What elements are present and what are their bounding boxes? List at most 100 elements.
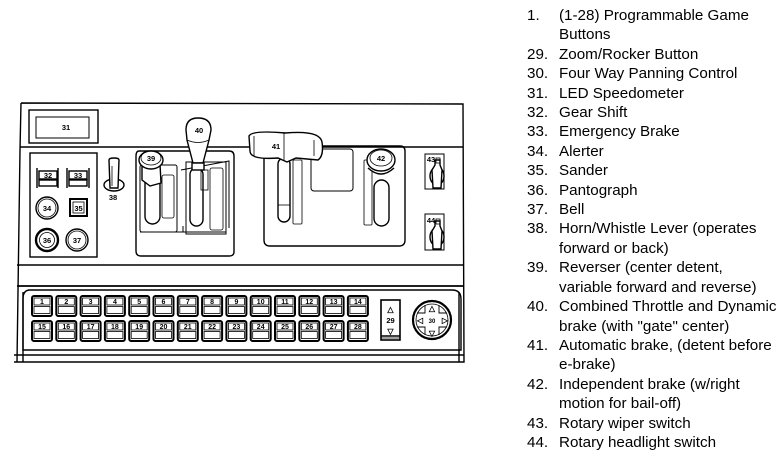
legend-number: 29. [527,45,549,63]
game-button-1[interactable]: 1 [31,295,53,317]
game-button-17[interactable]: 17 [79,320,102,342]
alerter-button[interactable] [35,196,59,220]
game-button-18[interactable]: 18 [103,320,126,342]
game-button-label: 1 [40,299,44,306]
game-button-23[interactable]: 23 [225,320,248,342]
game-button-label: 2 [64,299,68,306]
legend-text: Reverser (center detent, variable forwar… [559,259,757,296]
dpad-label: 30 [429,319,436,325]
legend-text: (1-28) Programmable Game Buttons [559,7,749,44]
rotary-headlight-switch[interactable] [424,213,445,251]
legend-number: 41. [527,336,549,354]
dpad-left-icon: ◁ [416,316,424,325]
game-button-8[interactable]: 8 [201,295,224,317]
game-button-21[interactable]: 21 [176,320,199,342]
game-button-label: 6 [162,299,166,306]
legend-item: 1. (1-28) Programmable Game Buttons [527,6,777,45]
game-button-label: 14 [354,299,362,306]
legend-text: Bell [559,201,585,219]
legend-item: 30.Four Way Panning Control [527,64,777,83]
zoom-rocker-button[interactable] [380,299,401,341]
game-button-2[interactable]: 2 [55,295,78,317]
reverser-lever[interactable] [138,150,175,225]
bell-label: 37 [73,236,81,245]
horn-whistle-lever[interactable] [103,157,125,192]
legend-number: 1. [527,7,540,24]
legend-number: 38. [527,220,549,238]
legend-item: 34.Alerter [527,142,777,161]
gear-shift-switch[interactable] [36,168,59,188]
game-button-6[interactable]: 6 [152,295,175,317]
legend-number: 39. [527,259,549,277]
game-button-27[interactable]: 27 [322,320,345,342]
legend-item: 33.Emergency Brake [527,122,777,141]
legend-number: 43. [527,414,549,432]
game-button-3[interactable]: 3 [79,295,102,317]
button-strip [22,289,462,351]
game-button-label: 8 [210,299,214,306]
game-button-5[interactable]: 5 [128,295,151,317]
game-button-7[interactable]: 7 [176,295,199,317]
game-button-20[interactable]: 20 [152,320,175,342]
game-button-11[interactable]: 11 [274,295,296,317]
legend-text: Pantograph [559,181,638,199]
game-button-24[interactable]: 24 [249,320,272,342]
game-button-10[interactable]: 10 [249,295,272,317]
headlight-label: 44 [427,216,436,225]
game-button-19[interactable]: 19 [128,320,151,342]
independent-brake-lever[interactable] [363,148,396,227]
emergency-brake-switch[interactable] [66,168,90,188]
legend-item: 37. Bell [527,200,777,219]
game-button-28[interactable]: 28 [346,320,369,342]
legend-item: 38.Horn/Whistle Lever (operates forward … [527,219,777,258]
game-button-label: 23 [233,324,241,331]
led-speedometer [28,109,99,144]
sander-button[interactable] [69,198,88,217]
rotary-wiper-switch[interactable] [424,153,445,190]
panel-housing [14,102,465,363]
game-button-14[interactable]: 14 [346,295,369,317]
game-button-13[interactable]: 13 [322,295,345,317]
game-button-16[interactable]: 16 [55,320,78,342]
pantograph-button[interactable] [34,227,60,253]
legend-item: 44.Rotary headlight switch [527,433,777,452]
game-button-label: 26 [305,324,313,331]
game-button-label: 22 [208,324,216,331]
legend-number: 44. [527,433,549,451]
game-button-label: 21 [184,324,192,331]
legend-text: Emergency Brake [559,123,680,141]
legend-number: 35. [527,162,549,180]
legend-number: 37. [527,201,549,219]
legend-item: 32.Gear Shift [527,103,777,122]
game-button-label: 7 [186,299,190,306]
game-button-25[interactable]: 25 [274,320,296,342]
throttle-housing [135,150,235,257]
legend-text: Combined Throttle and Dynamic brake (wit… [559,298,777,335]
dpad-down-icon: ▽ [428,329,436,338]
wiper-label: 43 [427,155,435,164]
alerter-label: 34 [43,204,52,213]
legend-text: Automatic brake, (detent before e-brake) [559,336,772,374]
legend-item: 39. Reverser (center detent, variable for… [527,258,777,297]
bell-button[interactable] [65,228,89,252]
legend-item: 42.Independent brake (w/right motion for… [527,375,777,414]
game-button-label: 17 [87,324,95,331]
game-button-4[interactable]: 4 [103,295,126,317]
legend-item: 35.Sander [527,161,777,180]
automatic-brake-lever[interactable] [248,131,324,225]
game-button-label: 20 [160,324,168,331]
horn-label: 38 [109,193,117,202]
legend-item: 41. Automatic brake, (detent before e-bra… [527,336,777,375]
gear-shift-label: 32 [44,171,52,180]
four-way-panning-control[interactable] [411,299,453,341]
game-button-12[interactable]: 12 [298,295,321,317]
throttle-dynamic-brake-lever[interactable] [185,117,224,231]
game-button-26[interactable]: 26 [298,320,321,342]
game-button-9[interactable]: 9 [225,295,248,317]
legend-number: 30. [527,65,549,83]
legend-number: 34. [527,142,549,160]
game-button-15[interactable]: 15 [31,320,53,342]
game-button-22[interactable]: 22 [201,320,224,342]
game-button-label: 10 [257,299,265,306]
